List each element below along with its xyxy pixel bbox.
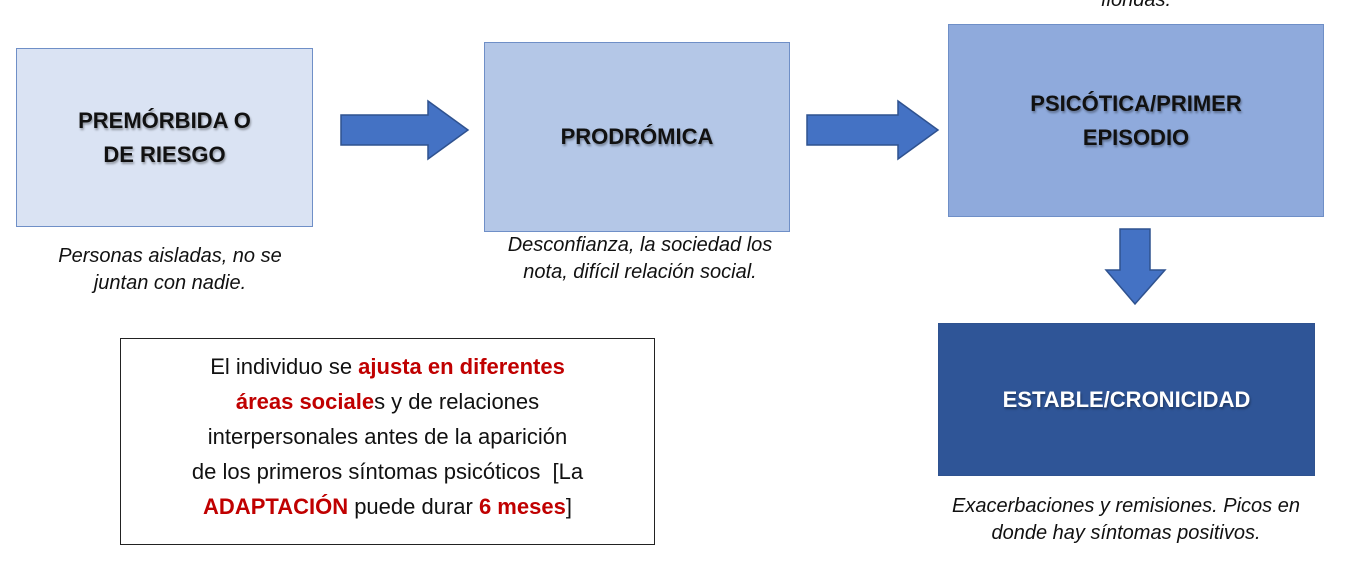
stage-title: EPISODIO	[1082, 124, 1190, 150]
note-highlight: 6 meses	[478, 494, 566, 519]
note-text: s y de relaciones	[374, 389, 540, 414]
stage-title: PSICÓTICA/PRIMER	[1030, 90, 1242, 116]
caption-line: Personas aisladas, no se	[58, 245, 282, 267]
caption-line: donde hay síntomas positivos.	[991, 522, 1261, 544]
stage-estable: ESTABLE/CRONICIDAD	[938, 323, 1315, 476]
stage-title: DE RIESGO	[103, 141, 226, 167]
note-text: de los primeros síntomas psicóticos [La	[191, 459, 584, 484]
stage-title: ESTABLE/CRONICIDAD	[1002, 386, 1251, 412]
caption-line: Desconfianza, la sociedad los	[507, 234, 773, 256]
note-highlight: ajusta en diferentes	[358, 354, 565, 379]
note-highlight: ADAPTACIÓN	[203, 494, 349, 519]
adaptation-note: El individuo se ajusta en diferentes áre…	[120, 338, 655, 545]
stage-prodromica: PRODRÓMICA	[484, 42, 790, 232]
note-highlight: áreas sociale	[235, 389, 375, 414]
stage-psicotica: PSICÓTICA/PRIMER EPISODIO	[948, 24, 1324, 217]
arrow-right-icon	[340, 99, 470, 161]
arrow-down-icon	[1104, 228, 1167, 306]
arrow-right-icon	[806, 99, 940, 161]
caption-line: juntan con nadie.	[93, 272, 247, 294]
note-text: puede durar	[348, 494, 479, 519]
stage-estable-caption: Exacerbaciones y remisiones. Picos en don…	[896, 493, 1356, 547]
stage-title: PRODRÓMICA	[560, 124, 714, 149]
stage-premorbida-caption: Personas aisladas, no se juntan con nadie…	[0, 243, 340, 297]
note-text: El individuo se	[210, 354, 359, 379]
caption-line: nota, difícil relación social.	[523, 261, 757, 283]
caption-line: Exacerbaciones y remisiones. Picos en	[952, 495, 1300, 517]
note-text: ]	[565, 494, 572, 519]
stage-title: PREMÓRBIDA O	[78, 107, 251, 133]
stage3-caption-top: floridas.	[1100, 0, 1172, 11]
stage-premorbida: PREMÓRBIDA O DE RIESGO	[16, 48, 313, 227]
stage-prodromica-caption: Desconfianza, la sociedad los nota, difíc…	[460, 232, 820, 286]
note-text: interpersonales antes de la aparición	[207, 424, 568, 449]
